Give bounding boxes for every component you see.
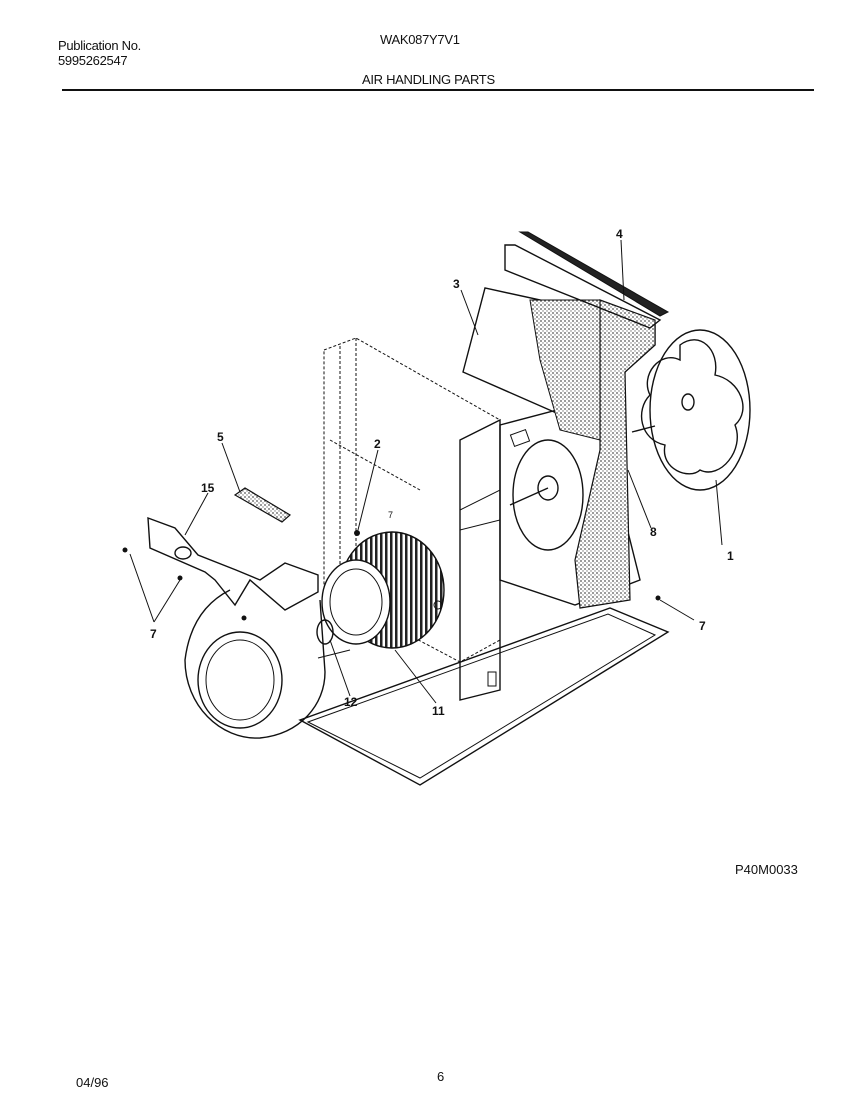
screws — [122, 530, 661, 621]
callout-8: 8 — [650, 525, 657, 539]
callout-1: 1 — [727, 549, 734, 563]
publication-number: 5995262547 — [58, 53, 128, 68]
callout-5: 5 — [217, 430, 224, 444]
callout-7-screw: 7 — [388, 510, 393, 520]
callout-labels: 1 2 3 4 5 7 7 7 8 11 12 15 — [150, 227, 734, 718]
condenser-fan-blade — [631, 329, 751, 491]
callout-7-left: 7 — [150, 627, 157, 641]
callout-15: 15 — [201, 481, 215, 495]
callout-11: 11 — [432, 704, 445, 718]
partition-panel — [323, 337, 501, 663]
drawing-code: P40M0033 — [735, 862, 798, 877]
callout-2: 2 — [374, 437, 381, 451]
bracket — [233, 487, 292, 523]
callout-12: 12 — [344, 695, 358, 709]
model-number: WAK087Y7V1 — [380, 32, 460, 47]
blower-wheel — [321, 531, 445, 649]
callout-7-right: 7 — [699, 619, 706, 633]
condenser-shroud — [462, 287, 656, 609]
publication-label: Publication No. — [58, 38, 141, 53]
callout-4: 4 — [616, 227, 623, 241]
header-rule — [62, 89, 814, 91]
base-pan — [298, 607, 670, 786]
leader-lines — [129, 239, 723, 704]
revision-date: 04/96 — [76, 1075, 109, 1090]
front-panel — [459, 418, 501, 701]
callout-3: 3 — [453, 277, 460, 291]
mounting-plate — [147, 516, 319, 611]
section-title: AIR HANDLING PARTS — [362, 72, 495, 87]
seal-strip — [504, 231, 670, 329]
blower-housing — [184, 589, 326, 739]
page-number: 6 — [437, 1069, 445, 1084]
